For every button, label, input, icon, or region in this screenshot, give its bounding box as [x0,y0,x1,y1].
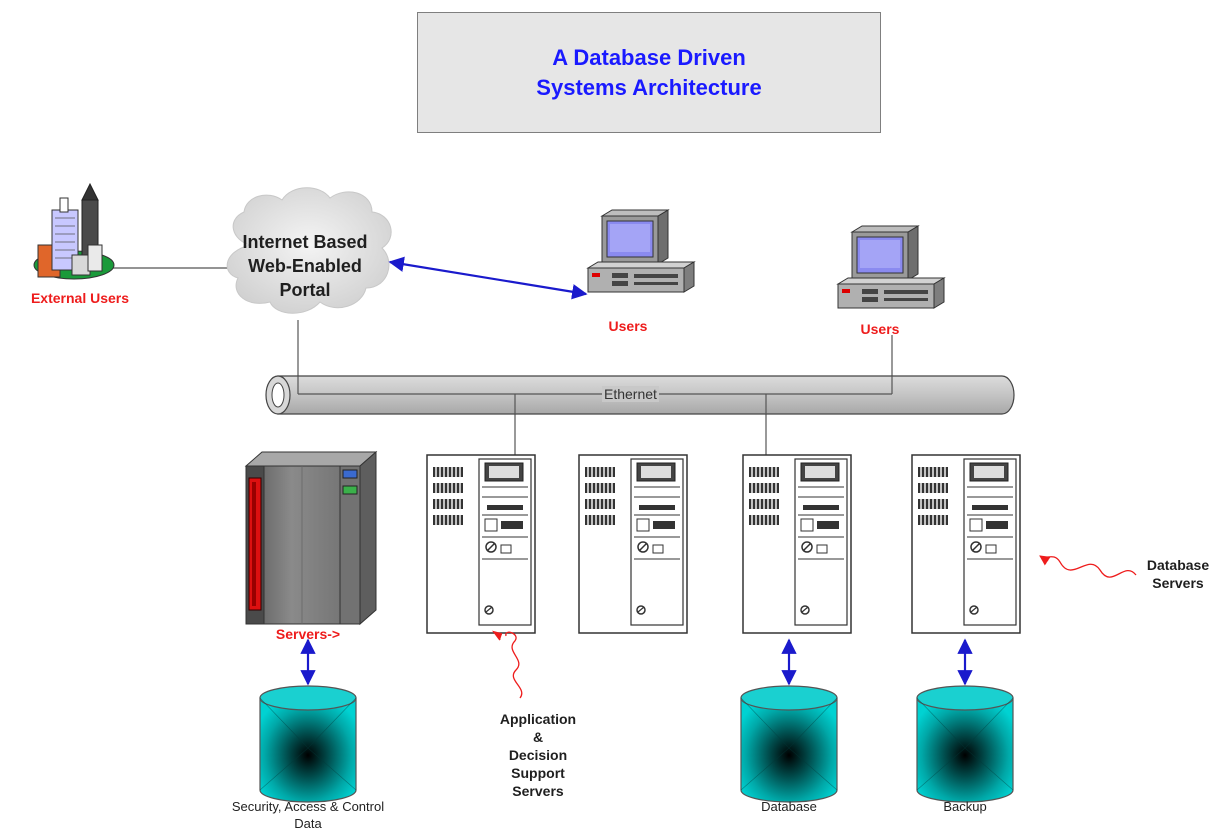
title-line-1: A Database Driven [552,44,746,70]
tower-server-icon [911,454,1021,634]
database-servers-line-1: Database [1146,557,1210,573]
database-cylinder-icon [740,685,838,803]
squiggle-arrow-icon [1039,555,1137,578]
portal-users-arrow [388,256,588,300]
server-db-arrows [300,638,973,686]
app-line-5: Servers [512,783,564,799]
tower-server-icon [742,454,852,634]
servers-arrow-label: Servers-> [275,626,341,642]
tower-server-icon [426,454,536,634]
external-users-label: External Users [30,290,130,306]
desktop-computer-icon [837,225,945,309]
app-line-2: & [532,729,544,745]
title-box: A Database Driven Systems Architecture [417,12,881,133]
users-label-2: Users [860,321,900,337]
portal-line-3: Portal [279,280,331,300]
app-decision-servers-label: Application & Decision Support Servers [478,710,598,800]
database-servers-label: Database Servers [1128,556,1223,592]
security-line-1: Security, Access & Control [231,799,385,814]
app-line-4: Support [511,765,565,781]
mainframe-server-icon [244,450,378,626]
database-servers-line-2: Servers [1152,575,1204,591]
squiggle-arrow-icon [492,630,503,641]
portal-line-1: Internet Based [242,232,368,252]
database-cylinder-icon [916,685,1014,803]
portal-line-2: Web-Enabled [248,256,362,276]
squiggle-arrow-icon [505,631,523,699]
security-line-2: Data [294,816,322,831]
network-lines [98,267,893,455]
portal-label: Internet Based Web-Enabled Portal [220,230,390,302]
backup-label: Backup [943,799,987,814]
city-buildings-icon [33,182,115,280]
database-label: Database [761,799,817,814]
database-cylinder-icon [259,685,357,803]
ethernet-label: Ethernet [602,386,659,402]
app-line-1: Application [499,711,577,727]
title-line-2: Systems Architecture [536,74,762,100]
cloud-icon [226,187,392,314]
tower-server-icon [578,454,688,634]
desktop-computer-icon [587,209,695,293]
app-line-3: Decision [508,747,568,763]
users-label-1: Users [608,318,648,334]
security-data-label: Security, Access & Control Data [188,798,428,832]
